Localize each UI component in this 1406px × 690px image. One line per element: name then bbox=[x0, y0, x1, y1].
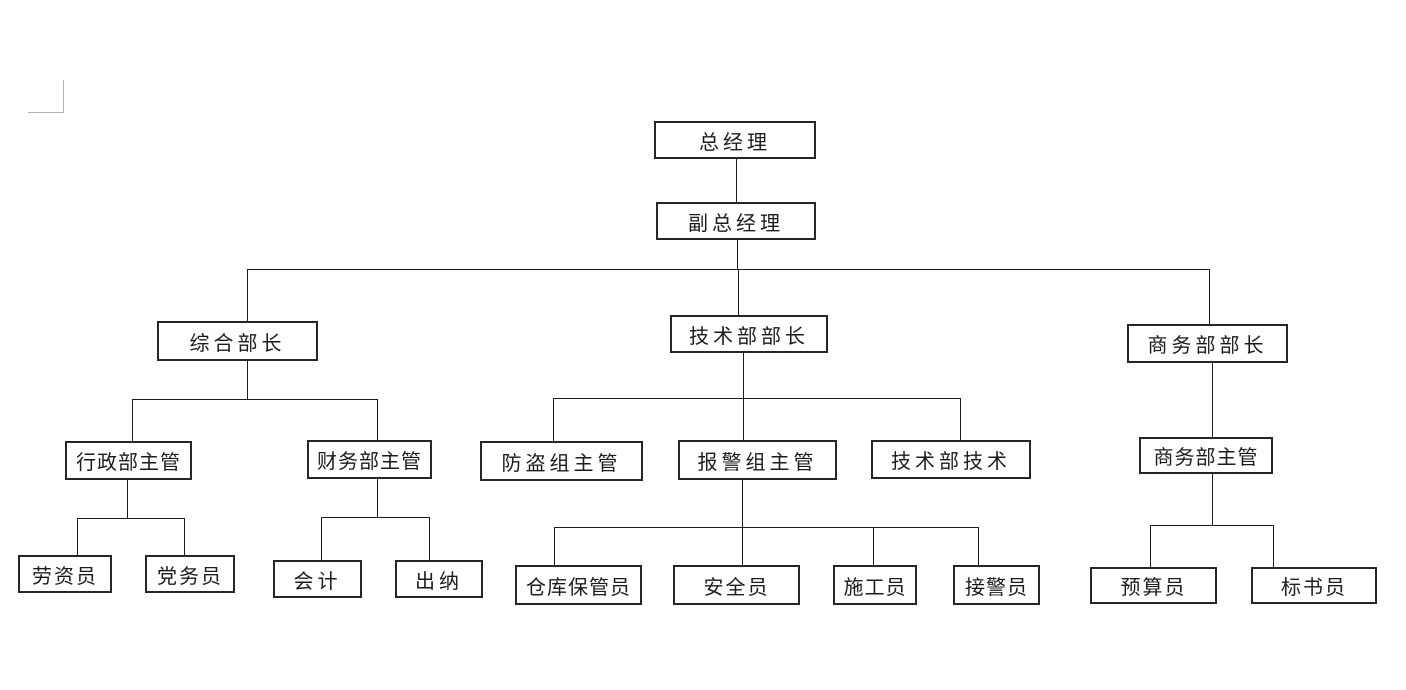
connector-drop-accountant bbox=[321, 517, 322, 560]
node-warehouse-keeper: 仓库保管员 bbox=[515, 565, 642, 605]
connector-gm-dgm bbox=[736, 159, 737, 202]
connector-drop-labor-wage bbox=[77, 518, 78, 555]
connector-drop-alarm-receiver bbox=[978, 527, 979, 565]
connector-alarm-group-stem bbox=[742, 480, 743, 565]
connector-technical-stem bbox=[743, 353, 744, 440]
connector-commerce-bus bbox=[1150, 525, 1273, 526]
connector-drop-warehouse bbox=[554, 527, 555, 565]
connector-drop-general-affairs bbox=[247, 269, 248, 321]
connector-drop-bid-document bbox=[1273, 525, 1274, 567]
connector-commerce-supervisor-stem bbox=[1212, 474, 1213, 525]
connector-dgm-stem bbox=[737, 240, 738, 269]
connector-finance-stem bbox=[377, 479, 378, 517]
node-safety-officer: 安全员 bbox=[673, 565, 800, 605]
connector-general-affairs-bus bbox=[132, 399, 377, 400]
node-alarm-receiver: 接警员 bbox=[953, 565, 1040, 605]
connector-general-affairs-stem bbox=[247, 361, 248, 399]
connector-drop-cashier bbox=[429, 517, 430, 560]
node-anti-theft-group-supervisor: 防盗组主管 bbox=[480, 441, 643, 481]
node-finance-dept-supervisor: 财务部主管 bbox=[307, 440, 432, 479]
node-party-affairs-clerk: 党务员 bbox=[145, 555, 235, 593]
connector-drop-commerce bbox=[1209, 269, 1210, 324]
node-labor-wage-clerk: 劳资员 bbox=[18, 555, 112, 593]
connector-drop-anti-theft bbox=[553, 398, 554, 441]
node-commerce-dept-director: 商务部部长 bbox=[1127, 324, 1288, 363]
connector-technical-bus bbox=[553, 398, 960, 399]
node-admin-dept-supervisor: 行政部主管 bbox=[65, 441, 192, 480]
node-alarm-group-supervisor: 报警组主管 bbox=[678, 440, 837, 480]
connector-drop-admin bbox=[132, 399, 133, 441]
connector-drop-construction bbox=[873, 527, 874, 565]
node-bid-document-clerk: 标书员 bbox=[1251, 567, 1377, 604]
connector-commerce-director-supervisor bbox=[1212, 363, 1213, 437]
connector-drop-technical bbox=[738, 269, 739, 315]
connector-drop-party-affairs bbox=[184, 518, 185, 555]
node-budget-clerk: 预算员 bbox=[1090, 567, 1217, 604]
connector-admin-stem bbox=[127, 480, 128, 518]
node-commerce-dept-supervisor: 商务部主管 bbox=[1139, 437, 1273, 474]
node-accountant: 会计 bbox=[273, 560, 362, 598]
node-technical-dept-technician: 技术部技术 bbox=[871, 440, 1031, 479]
node-construction-worker: 施工员 bbox=[833, 565, 917, 605]
node-general-affairs-director: 综合部长 bbox=[157, 321, 318, 361]
node-cashier: 出纳 bbox=[395, 560, 483, 598]
page-corner-mark-horizontal bbox=[28, 112, 64, 113]
node-deputy-general-manager: 副总经理 bbox=[656, 202, 816, 240]
node-general-manager: 总经理 bbox=[654, 121, 816, 159]
connector-drop-technician bbox=[960, 398, 961, 440]
connector-drop-budget bbox=[1150, 525, 1151, 567]
connector-level3-bus bbox=[247, 269, 1210, 270]
connector-drop-finance bbox=[377, 399, 378, 440]
connector-admin-bus bbox=[77, 518, 184, 519]
connector-alarm-group-bus bbox=[554, 527, 978, 528]
page-corner-mark-vertical bbox=[63, 80, 64, 113]
connector-finance-bus bbox=[321, 517, 429, 518]
node-technical-dept-director: 技术部部长 bbox=[670, 315, 828, 353]
